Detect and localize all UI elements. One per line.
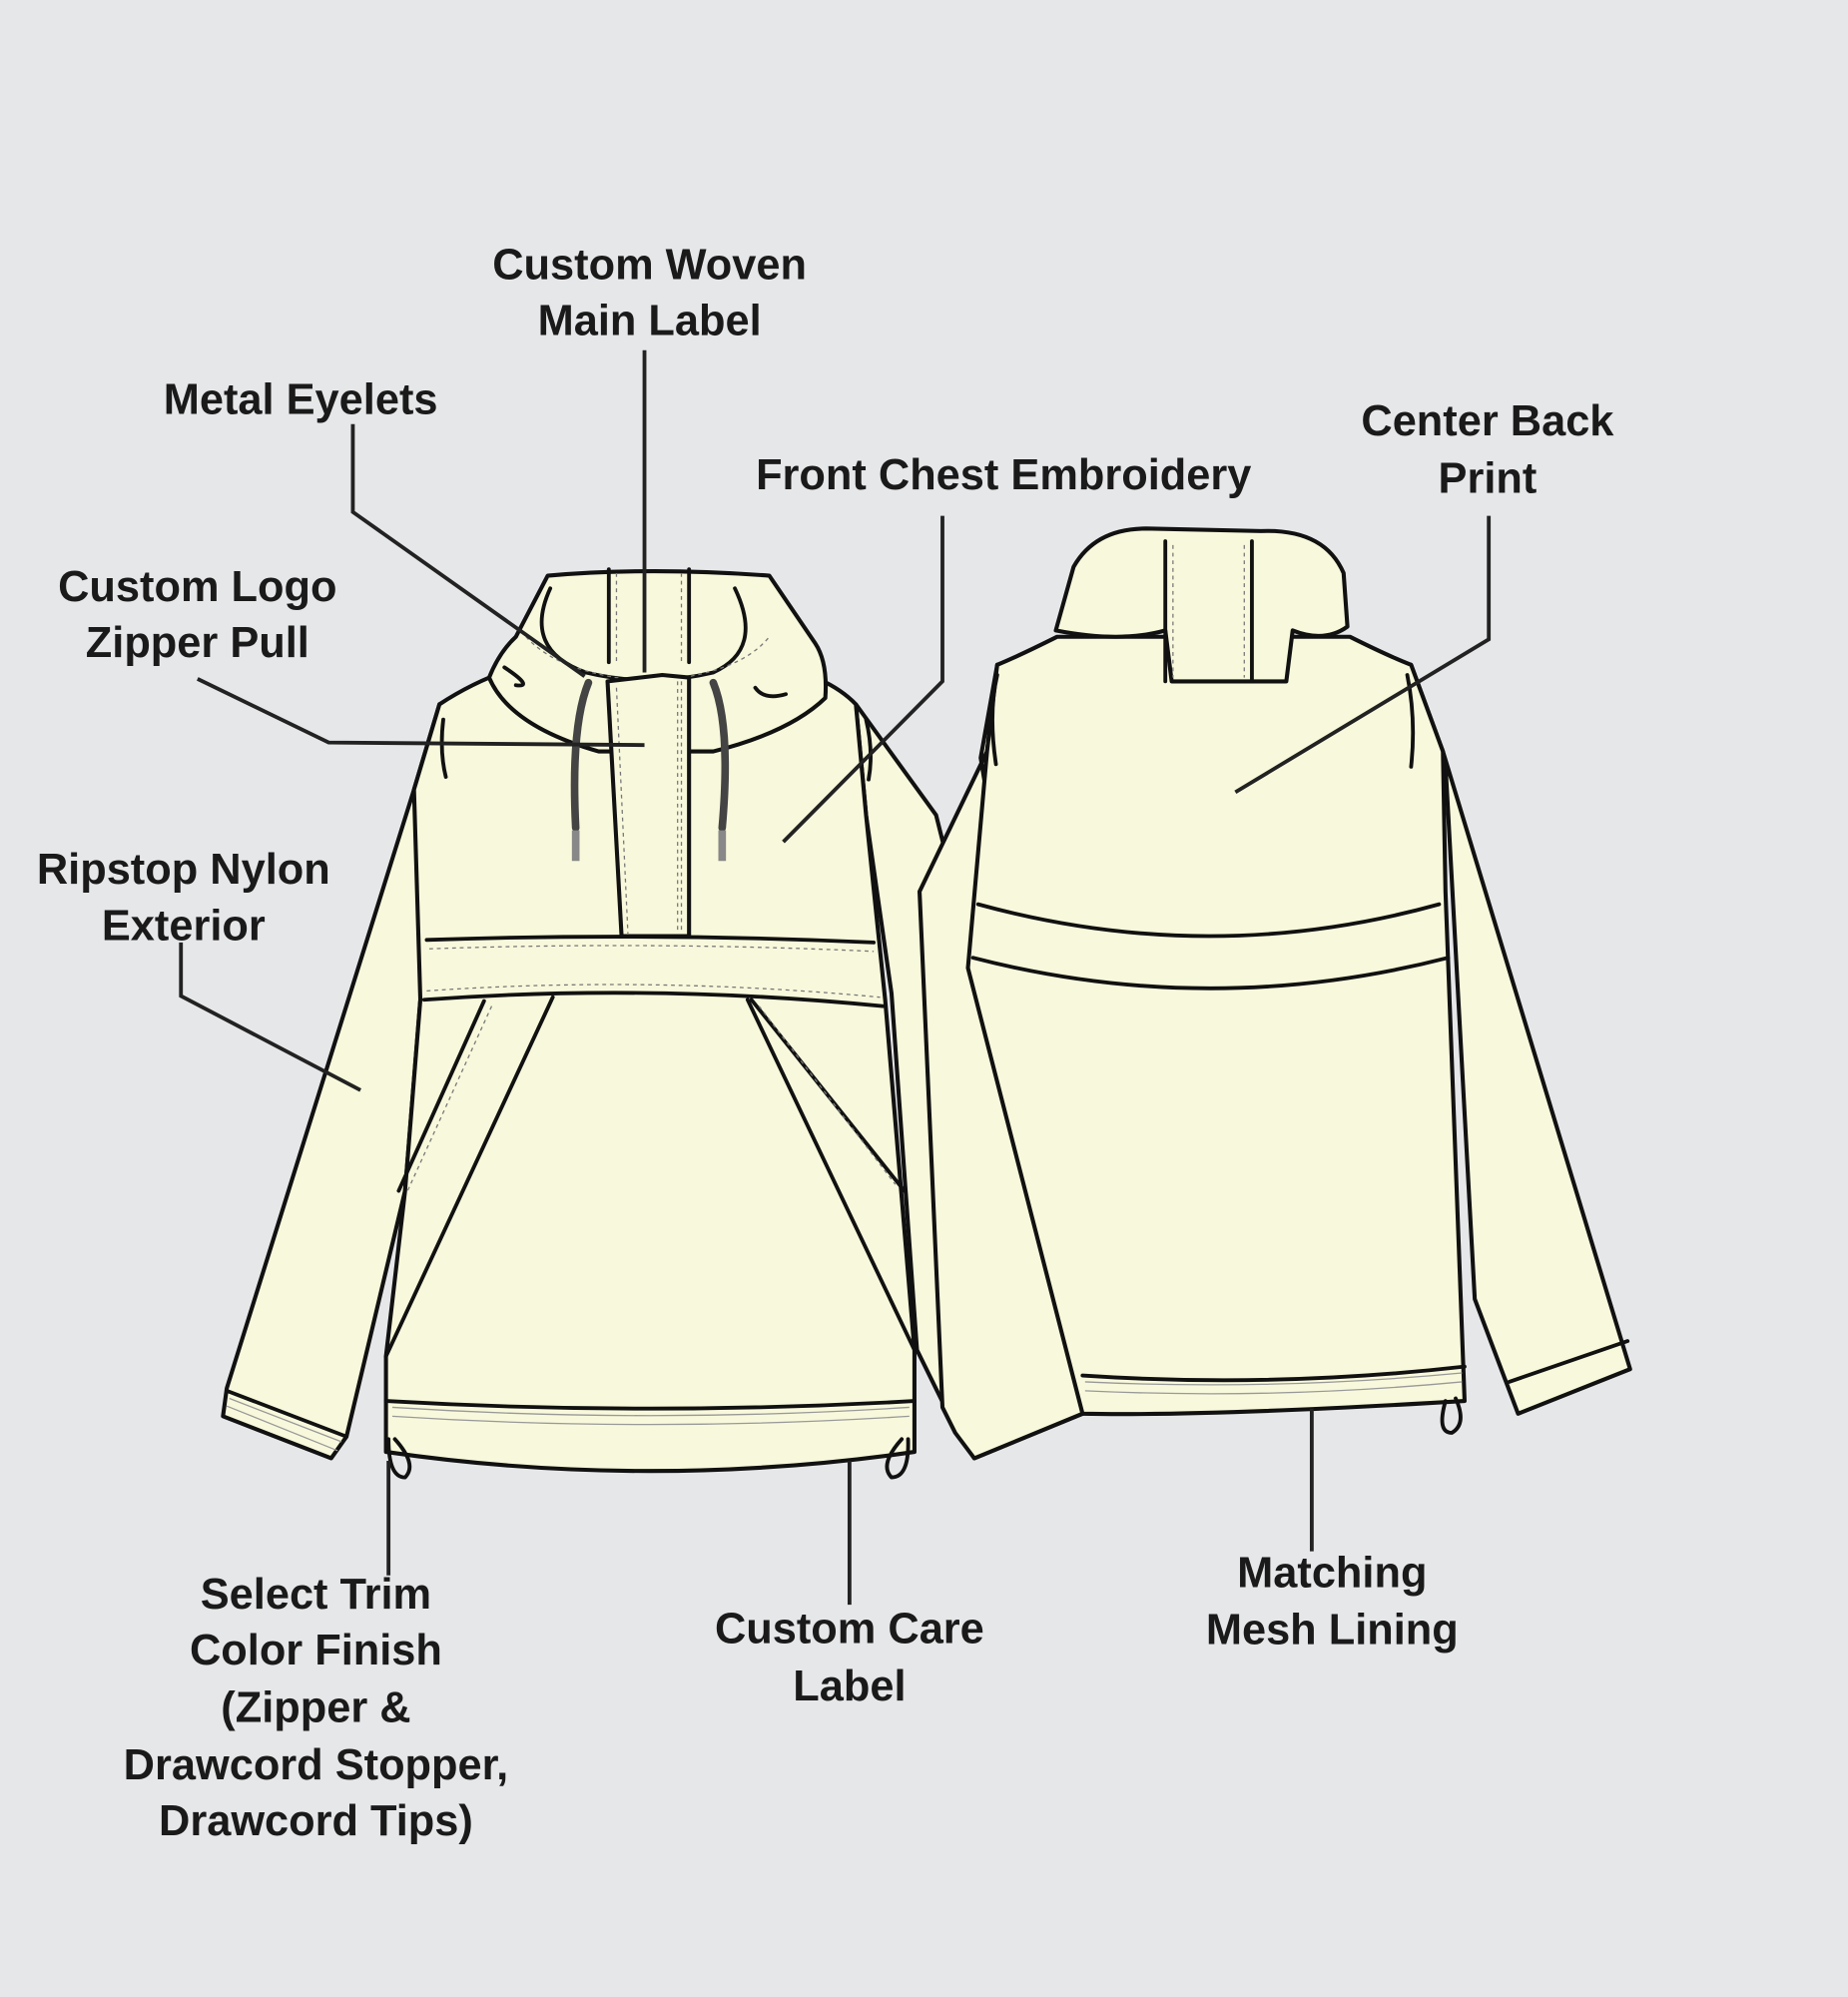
back-view xyxy=(917,526,1632,1461)
drawcord-tips xyxy=(571,830,727,862)
back-shoulder-folds xyxy=(990,673,1416,769)
callout-text: Main Label xyxy=(538,297,762,344)
callout-ripstop: Ripstop Nylon Exterior xyxy=(37,846,330,950)
shoulder-folds xyxy=(439,717,873,782)
leader-lines xyxy=(179,349,1492,1606)
callout-text: Label xyxy=(793,1663,906,1710)
callout-text: Zipper Pull xyxy=(86,619,309,667)
front-yoke-stitching xyxy=(426,945,881,998)
back-hood xyxy=(1053,526,1350,684)
leader-metal-eyelets xyxy=(350,423,586,678)
front-hem-rib-stitching xyxy=(391,1406,910,1426)
back-body xyxy=(965,634,1467,1417)
left-drawcord xyxy=(570,678,593,832)
back-hem-and-cuff-seams xyxy=(1080,1339,1630,1384)
callout-text: Matching xyxy=(1237,1549,1427,1597)
hood-side-folds xyxy=(502,665,789,699)
leader-zipper-pull xyxy=(196,677,645,748)
callout-mesh-lining: Matching Mesh Lining xyxy=(1206,1549,1459,1654)
callout-text: Exterior xyxy=(102,902,266,950)
callout-text: Drawcord Stopper, xyxy=(124,1741,509,1789)
front-hood xyxy=(486,569,829,754)
callout-text: Center Back xyxy=(1361,397,1614,445)
leader-center-back xyxy=(1234,515,1492,795)
callout-front-chest: Front Chest Embroidery xyxy=(756,451,1251,499)
left-hem-stopper xyxy=(386,1437,412,1480)
leader-front-chest xyxy=(782,515,944,844)
front-cuff-rib-stitching xyxy=(226,1390,1078,1452)
zipper-placket xyxy=(605,672,692,939)
callout-text: Mesh Lining xyxy=(1206,1607,1459,1655)
callout-text: Custom Care xyxy=(715,1605,984,1653)
callout-text: Ripstop Nylon xyxy=(37,846,330,894)
callout-text: Print xyxy=(1439,455,1538,503)
hood-opening-stitching xyxy=(525,636,771,683)
right-hem-stopper xyxy=(885,1437,911,1480)
callout-text: Drawcord Tips) xyxy=(159,1797,473,1845)
back-hood-center-panel xyxy=(1163,539,1254,684)
front-view xyxy=(221,567,1085,1480)
callout-center-back: Center Back Print xyxy=(1361,397,1614,502)
callout-text: Select Trim xyxy=(201,1571,431,1619)
callout-text: (Zipper & xyxy=(221,1683,410,1731)
back-hood-stitching xyxy=(1172,544,1245,678)
back-hem-rib-stitching xyxy=(1084,1372,1463,1395)
back-yoke-band xyxy=(970,902,1451,991)
hood-center-panel xyxy=(606,567,692,665)
callout-text: Front Chest Embroidery xyxy=(756,451,1251,499)
right-drawcord xyxy=(709,678,730,832)
callout-woven-label: Custom Woven Main Label xyxy=(492,241,807,344)
back-hem-stopper xyxy=(1440,1396,1463,1435)
callout-text: Color Finish xyxy=(190,1627,442,1674)
callout-select-trim: Select Trim Color Finish (Zipper & Drawc… xyxy=(124,1571,509,1845)
front-hem-band-seam xyxy=(383,1399,917,1411)
kangaroo-pocket xyxy=(383,995,917,1359)
callout-text: Custom Woven xyxy=(492,241,807,289)
placket-stitching xyxy=(615,681,683,934)
callout-text: Metal Eyelets xyxy=(164,376,438,424)
leader-ripstop xyxy=(179,942,361,1092)
callout-zipper-pull: Custom Logo Zipper Pull xyxy=(58,563,336,667)
callout-metal-eyelets: Metal Eyelets xyxy=(164,376,438,424)
pocket-stitching xyxy=(406,1005,897,1191)
callout-care-label: Custom Care Label xyxy=(715,1605,984,1709)
callout-text: Custom Logo xyxy=(58,563,336,611)
